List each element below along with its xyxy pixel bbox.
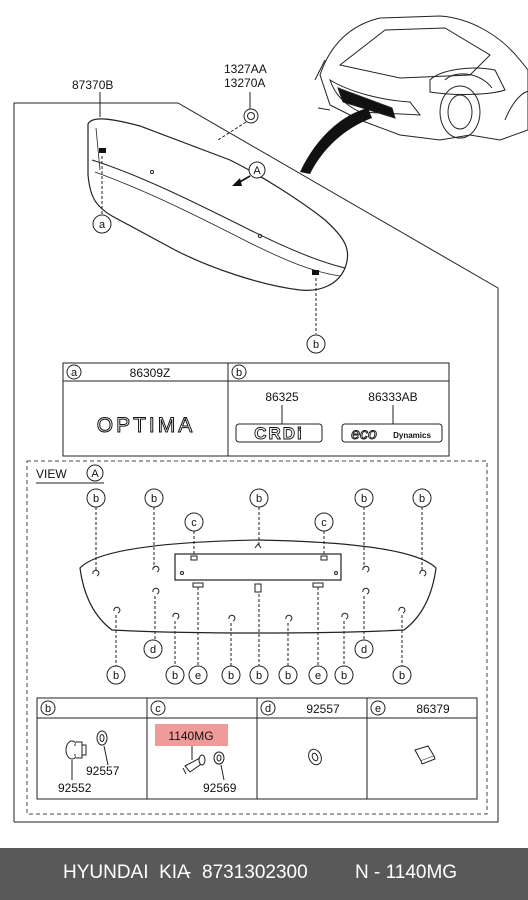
view-callout-b-5: b xyxy=(412,488,432,508)
footer-part-number: 8731302300 xyxy=(202,862,308,883)
grommet-92557-drawing xyxy=(96,730,108,746)
svg-text:d: d xyxy=(361,644,367,656)
view-a-panel xyxy=(79,539,437,634)
footer-bar: HYUNDAI KIA - 8731302300 N - 1140MG xyxy=(0,848,528,900)
parts-e-number: 86379 xyxy=(416,702,450,716)
view-callout-b-4: b xyxy=(354,488,374,508)
callout-circle-b-top: b xyxy=(306,334,326,354)
view-callout-b-6: b xyxy=(106,665,126,685)
clip-1140mg-drawing xyxy=(182,754,206,775)
svg-text:b: b xyxy=(93,493,99,505)
callout-main-part: 87370B xyxy=(72,78,113,92)
view-callout-d-2: d xyxy=(354,639,374,659)
view-callout-b-2: b xyxy=(144,488,164,508)
view-callout-b-10: b xyxy=(278,665,298,685)
view-leader-lines xyxy=(95,507,423,666)
parts-table xyxy=(36,697,478,800)
callout-circle-a-top: a xyxy=(92,214,112,234)
view-callout-e-1: e xyxy=(188,665,208,685)
view-a-frame xyxy=(26,460,488,815)
svg-text:d: d xyxy=(265,703,271,715)
car-rear-illustration xyxy=(314,15,528,141)
grommet-92569-drawing xyxy=(213,751,225,765)
view-callout-b-11: b xyxy=(334,665,354,685)
grommet-d-drawing xyxy=(308,748,322,766)
view-callout-d-1: d xyxy=(143,639,163,659)
highlight-box xyxy=(155,724,228,746)
eco-emblem-logo: eco xyxy=(351,426,377,443)
svg-text:b: b xyxy=(341,670,347,682)
parts-table-circle-d: d xyxy=(260,700,276,716)
parts-b-number-1: 92557 xyxy=(86,764,120,778)
svg-text:a: a xyxy=(71,367,78,379)
parts-b-number-2: 92552 xyxy=(58,781,92,795)
crdi-emblem-logo: CRDi xyxy=(254,424,304,443)
svg-text:e: e xyxy=(195,670,201,682)
parts-diagram: a b A 87370B 1327AA 13270A a b 86309Z 86… xyxy=(13,15,528,823)
view-circle-A: A xyxy=(86,464,104,482)
parts-table-circle-b: b xyxy=(40,700,56,716)
svg-text:c: c xyxy=(155,703,161,715)
svg-text:c: c xyxy=(191,517,197,529)
svg-text:e: e xyxy=(375,703,381,715)
view-label: VIEW xyxy=(36,467,67,481)
svg-text:A: A xyxy=(253,165,261,177)
trunk-garnish-panel xyxy=(87,118,349,291)
svg-text:b: b xyxy=(361,493,367,505)
optima-emblem-logo: OPTIMA xyxy=(97,414,196,437)
nut-part xyxy=(243,108,259,124)
svg-text:b: b xyxy=(399,670,405,682)
svg-text:b: b xyxy=(419,493,425,505)
svg-text:b: b xyxy=(228,670,234,682)
svg-text:A: A xyxy=(91,468,99,480)
svg-text:b: b xyxy=(236,367,242,379)
view-callout-b-12: b xyxy=(392,665,412,685)
pad-e-drawing xyxy=(414,745,436,765)
callout-nut-1: 1327AA xyxy=(224,62,267,76)
footer-note: N - 1140MG xyxy=(355,862,458,883)
svg-text:b: b xyxy=(172,670,178,682)
assembly-frame xyxy=(13,102,499,823)
svg-text:b: b xyxy=(45,703,51,715)
view-callout-b-7: b xyxy=(165,665,185,685)
svg-text:b: b xyxy=(313,339,319,351)
pointer-arrow xyxy=(300,108,372,174)
view-callout-b-9: b xyxy=(249,665,269,685)
svg-text:b: b xyxy=(256,493,262,505)
parts-c-number-2: 92569 xyxy=(203,781,237,795)
emblem-table xyxy=(62,362,450,457)
view-callout-c-1: c xyxy=(184,512,204,532)
view-circle-A-top: A xyxy=(248,161,266,179)
view-callout-b-1: b xyxy=(86,488,106,508)
emblem-table-circle-a: a xyxy=(66,364,82,380)
svg-text:d: d xyxy=(150,644,156,656)
view-callout-b-3: b xyxy=(249,488,269,508)
svg-text:b: b xyxy=(256,670,262,682)
view-callout-c-2: c xyxy=(314,512,334,532)
footer-separator: - xyxy=(185,862,192,883)
svg-text:b: b xyxy=(285,670,291,682)
parts-table-circle-c: c xyxy=(150,700,166,716)
parts-table-circle-e: e xyxy=(370,700,386,716)
eco-emblem-sub: Dynamics xyxy=(393,431,431,440)
parts-c-number-highlighted: 1140MG xyxy=(168,729,213,743)
parts-d-number: 92557 xyxy=(306,702,340,716)
emblem-b-part-number-1: 86325 xyxy=(265,390,299,404)
emblem-a-part-number: 86309Z xyxy=(130,366,171,380)
emblem-table-circle-b: b xyxy=(231,364,247,380)
svg-text:b: b xyxy=(113,670,119,682)
emblem-b-part-number-2: 86333AB xyxy=(368,390,417,404)
view-callout-e-2: e xyxy=(308,665,328,685)
clip-92552-drawing xyxy=(65,740,87,760)
footer-brand: HYUNDAI KIA xyxy=(63,862,190,883)
svg-text:c: c xyxy=(321,517,327,529)
view-callout-b-8: b xyxy=(221,665,241,685)
svg-text:b: b xyxy=(151,493,157,505)
svg-text:a: a xyxy=(99,219,106,231)
svg-text:e: e xyxy=(315,670,321,682)
callout-nut-2: 13270A xyxy=(224,76,265,90)
